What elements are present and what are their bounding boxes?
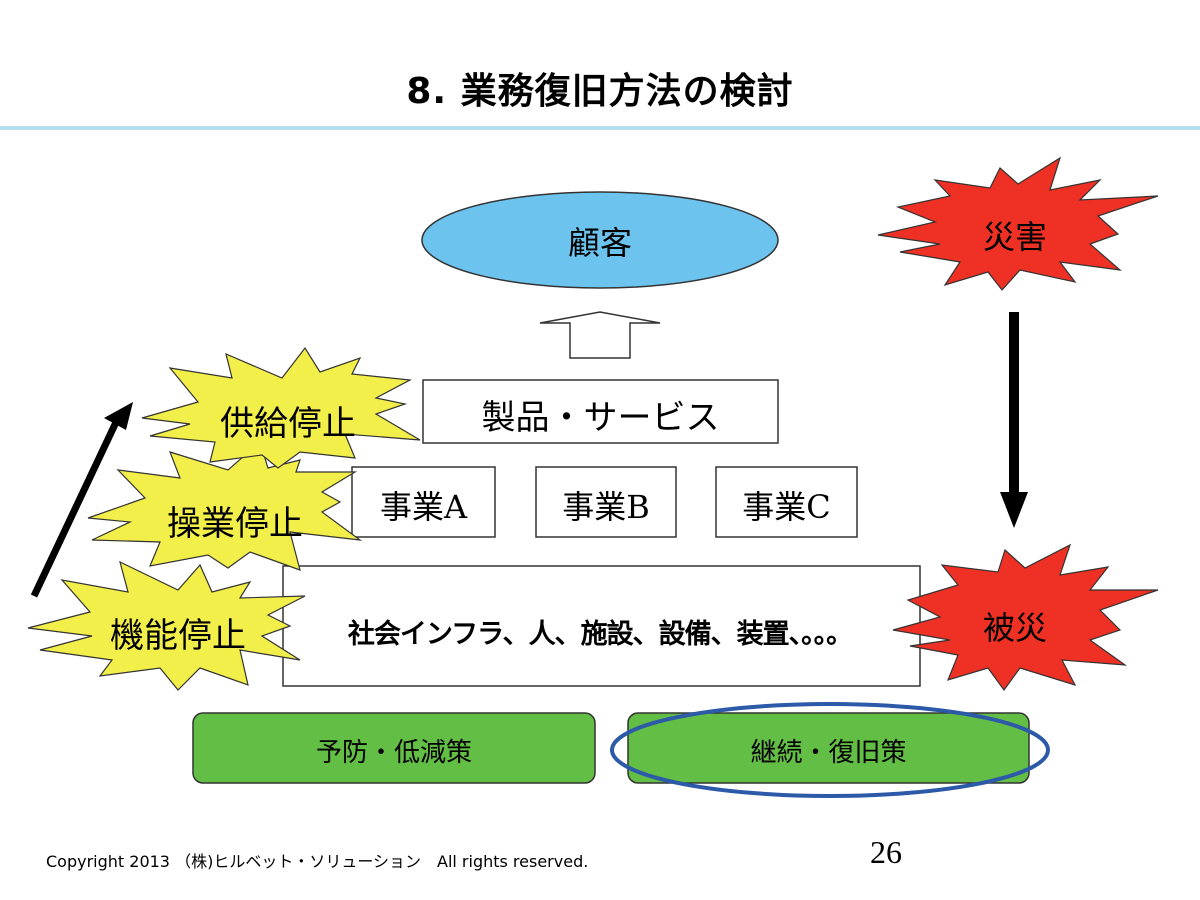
business-a-box bbox=[351, 466, 496, 538]
slide-title: 8. 業務復旧方法の検討 bbox=[406, 71, 794, 112]
supply-stop-burst bbox=[141, 346, 421, 469]
up-arrow-icon bbox=[539, 311, 661, 359]
supply-stop-label: 供給停止 bbox=[220, 404, 356, 444]
continuity-label: 継続・復旧策 bbox=[750, 738, 907, 768]
products-box bbox=[422, 379, 779, 444]
function-stop-label: 機能停止 bbox=[110, 616, 246, 656]
disaster-burst bbox=[877, 156, 1159, 291]
disaster-label: 災害 bbox=[982, 218, 1047, 256]
continuity-highlight-ellipse bbox=[610, 702, 1050, 798]
infrastructure-box bbox=[282, 565, 921, 687]
continuity-box bbox=[627, 712, 1030, 784]
operation-stop-burst bbox=[87, 440, 363, 571]
damaged-burst bbox=[892, 543, 1159, 692]
business-a-label: 事業A bbox=[379, 488, 468, 526]
business-b-box bbox=[535, 466, 677, 538]
customer-label: 顧客 bbox=[567, 224, 632, 262]
customer-ellipse bbox=[421, 191, 779, 289]
prevention-label: 予防・低減策 bbox=[315, 738, 472, 768]
page-number: 26 bbox=[870, 834, 902, 870]
title-divider bbox=[0, 126, 1200, 130]
infrastructure-label: 社会インフラ、人、施設、設備、装置、。。。 bbox=[347, 619, 853, 650]
business-c-label: 事業C bbox=[742, 488, 831, 526]
down-arrow-icon bbox=[1000, 312, 1028, 528]
damaged-label: 被災 bbox=[982, 609, 1047, 647]
products-label: 製品・サービス bbox=[481, 398, 720, 438]
business-b-label: 事業B bbox=[562, 488, 650, 526]
prevention-box bbox=[192, 712, 596, 784]
business-c-box bbox=[715, 466, 858, 538]
escalation-arrow-icon bbox=[30, 402, 133, 598]
function-stop-burst bbox=[27, 560, 306, 691]
copyright-footer: Copyright 2013 （株)ヒルベット・ソリューション All righ… bbox=[46, 852, 589, 871]
operation-stop-label: 操業停止 bbox=[167, 504, 303, 544]
